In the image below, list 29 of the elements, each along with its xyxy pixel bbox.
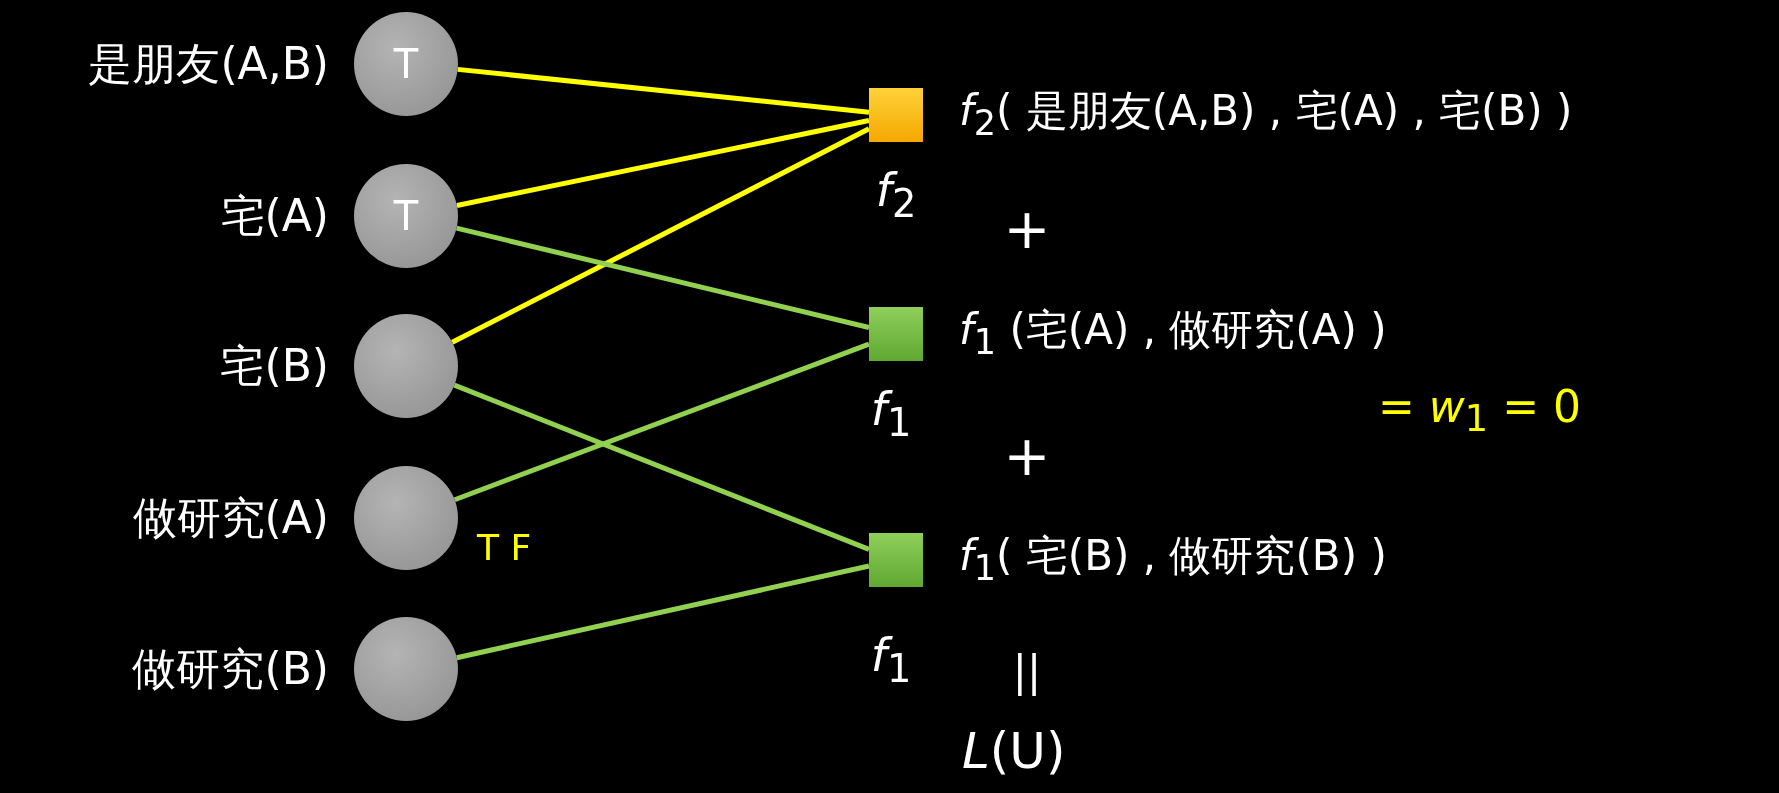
factor-formula: f$_{1}$( 宅(B) , 做研究(B) ): [959, 532, 1387, 588]
plus-sign: +: [1003, 196, 1051, 262]
variable-label: 宅(A): [220, 190, 329, 242]
connector-line: [456, 118, 870, 208]
plus-sign: +: [1003, 423, 1051, 489]
state-label: T: [393, 196, 419, 236]
variable-label: 宅(B): [220, 340, 329, 392]
factor-label: f$_{1}$: [870, 629, 912, 691]
variable-label: 是朋友(A,B): [88, 38, 329, 90]
weight-equation: = w$_{1}$ = 0: [1378, 381, 1582, 441]
connector-line: [456, 563, 870, 661]
factor-square: [869, 533, 923, 587]
factor-formula: f$_{2}$( 是朋友(A,B) , 宅(A) , 宅(B) ): [959, 87, 1573, 143]
equals-sign: ||: [1012, 647, 1042, 697]
factor-square: [869, 88, 923, 142]
likelihood-formula: L(U): [962, 723, 1066, 781]
variable-label: 做研究(A): [132, 492, 329, 544]
truth-values: T F: [477, 527, 532, 569]
connector-line: [455, 225, 870, 330]
state-label: T: [393, 44, 419, 84]
factor-label: f$_{1}$: [870, 383, 912, 445]
connector-line: [453, 382, 870, 552]
factor-formula: f$_{1}$ (宅(A) , 做研究(A) ): [959, 306, 1387, 362]
connector-line: [457, 66, 870, 115]
factor-label: f$_{2}$: [875, 164, 917, 226]
variable-label: 做研究(B): [132, 643, 329, 695]
connector-line: [451, 126, 871, 345]
connector-line: [453, 341, 870, 503]
factor-square: [869, 307, 923, 361]
